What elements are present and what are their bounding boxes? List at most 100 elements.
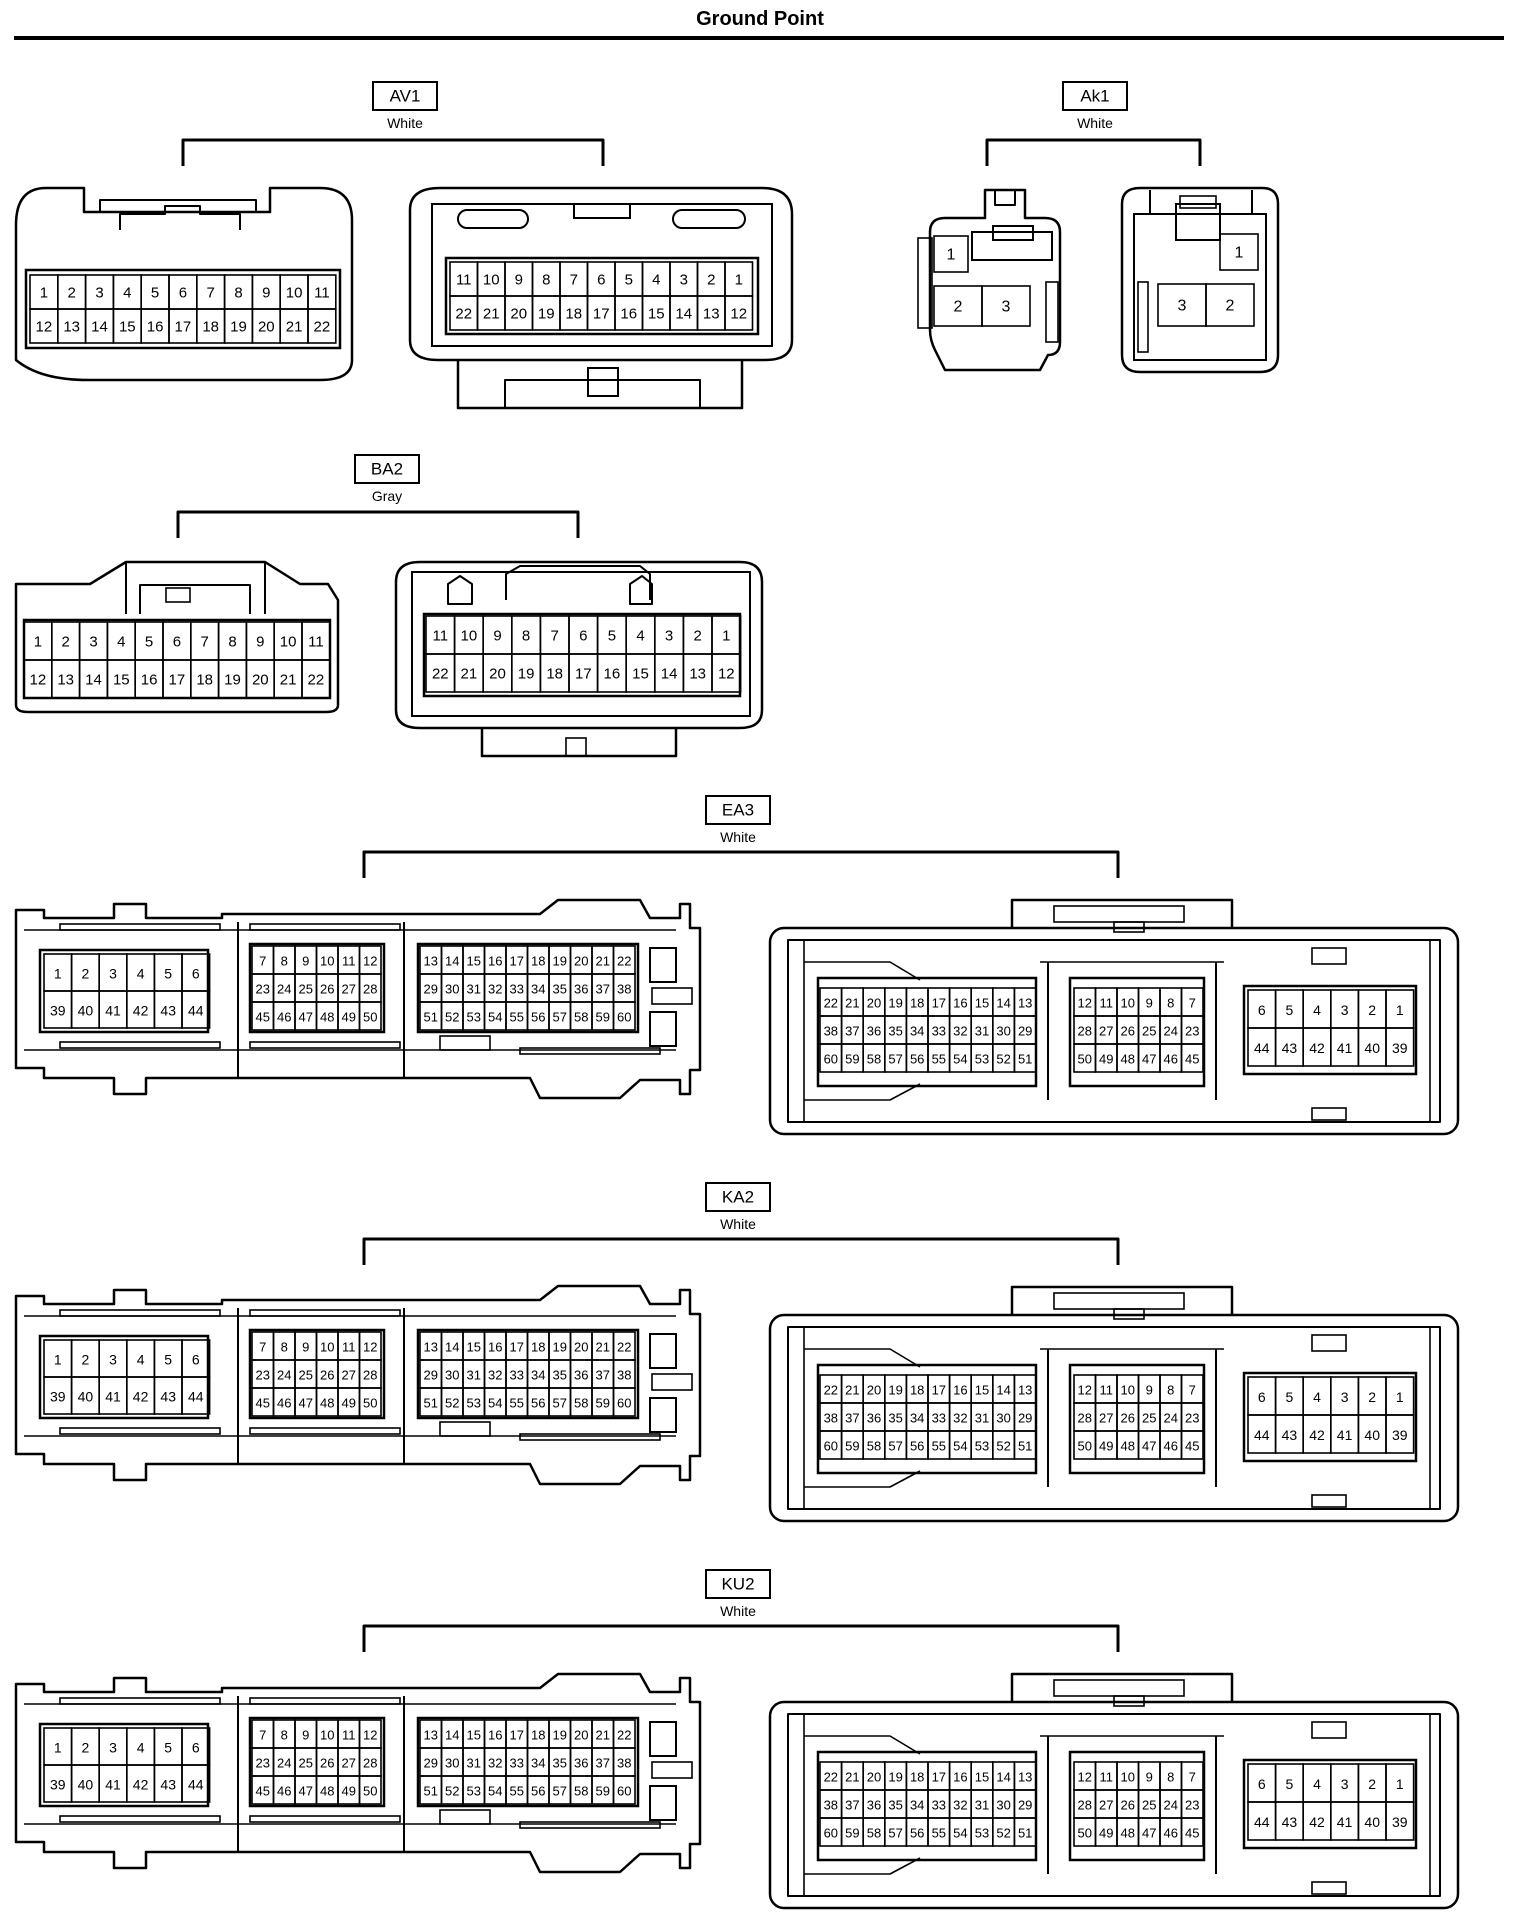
pin-number: 42	[133, 1777, 149, 1793]
pin-number: 34	[531, 982, 545, 997]
pin-number: 2	[707, 272, 715, 289]
pin-number: 10	[1121, 1770, 1135, 1785]
pin-cell	[612, 1387, 636, 1417]
pin-number: 36	[574, 1368, 588, 1383]
pin-number: 17	[593, 306, 610, 323]
pin-number: 56	[910, 1439, 924, 1454]
pin-number: 21	[596, 954, 610, 969]
pin-number: 3	[680, 272, 688, 289]
pin-number: 48	[1121, 1826, 1135, 1841]
pin-number: 8	[1167, 1770, 1174, 1785]
pin-number: 28	[363, 1368, 377, 1383]
pin-number: 22	[314, 319, 331, 336]
pin-number: 25	[1142, 1024, 1156, 1039]
pin-number: 7	[259, 1340, 266, 1355]
pin-number: 49	[342, 1784, 356, 1799]
pin-number: 30	[445, 982, 459, 997]
pin-number: 11	[1100, 1770, 1114, 1785]
connector-id: EA3	[722, 801, 754, 820]
pin-frame	[444, 256, 760, 336]
pin-number: 5	[1286, 1389, 1294, 1405]
pin-number: 55	[932, 1052, 946, 1067]
connector-color: White	[1077, 115, 1113, 131]
pin-number: 5	[1286, 1002, 1294, 1018]
pin-number: 43	[160, 1777, 176, 1793]
pin-number: 2	[82, 1352, 90, 1368]
pin-number: 40	[1364, 1427, 1380, 1443]
pin-number: 17	[932, 996, 946, 1011]
pin-number: 5	[151, 285, 159, 302]
connector-bracket	[362, 850, 1120, 878]
pin-grid: 1	[933, 235, 969, 273]
pin-number: 48	[320, 1784, 334, 1799]
pin-number: 11	[342, 1728, 356, 1743]
pin-number: 3	[109, 1740, 117, 1756]
pin-number: 8	[1167, 996, 1174, 1011]
pin-number: 16	[141, 672, 158, 689]
pin-number: 2	[1368, 1002, 1376, 1018]
pin-number: 57	[888, 1439, 902, 1454]
pin-number: 37	[845, 1798, 859, 1813]
pin-number: 11	[1100, 996, 1114, 1011]
pin-number: 54	[488, 1784, 502, 1799]
pin-number: 42	[1309, 1040, 1325, 1056]
pin-number: 8	[1167, 1383, 1174, 1398]
pin-number: 50	[363, 1010, 377, 1025]
pin-number: 2	[1368, 1776, 1376, 1792]
pin-number: 45	[1185, 1826, 1199, 1841]
pin-number: 47	[1142, 1826, 1156, 1841]
pin-cell	[1385, 1027, 1415, 1067]
pin-number: 17	[932, 1770, 946, 1785]
pin-number: 38	[617, 1756, 631, 1771]
pin-number: 12	[30, 672, 47, 689]
pin-number: 26	[1121, 1411, 1135, 1426]
pin-number: 56	[910, 1826, 924, 1841]
pin-cell	[1013, 1817, 1037, 1847]
pin-number: 8	[228, 634, 236, 651]
pin-number: 34	[910, 1024, 924, 1039]
pin-number: 7	[259, 954, 266, 969]
pin-number: 59	[596, 1784, 610, 1799]
pin-number: 51	[1018, 1052, 1032, 1067]
pin-number: 35	[888, 1798, 902, 1813]
pin-number: 23	[1185, 1411, 1199, 1426]
pin-number: 2	[694, 628, 702, 645]
pin-number: 7	[1189, 1770, 1196, 1785]
pin-number: 12	[730, 306, 747, 323]
pin-number: 37	[845, 1411, 859, 1426]
pin-number: 60	[824, 1052, 838, 1067]
pin-number: 1	[947, 247, 956, 264]
pin-number: 7	[1189, 1383, 1196, 1398]
pin-number: 27	[1099, 1798, 1113, 1813]
pin-number: 41	[105, 1389, 121, 1405]
pin-number: 38	[824, 1024, 838, 1039]
pin-number: 47	[299, 1784, 313, 1799]
connector-color: White	[387, 115, 423, 131]
pin-number: 54	[953, 1052, 967, 1067]
pin-number: 19	[538, 306, 555, 323]
pin-number: 57	[553, 1396, 567, 1411]
pin-number: 25	[1142, 1798, 1156, 1813]
pin-number: 11	[433, 628, 449, 645]
pin-frame	[24, 268, 342, 350]
pin-number: 13	[424, 1340, 438, 1355]
pin-frame	[416, 1716, 640, 1808]
pin-number: 14	[445, 1340, 459, 1355]
connector-id-box	[372, 81, 438, 111]
pin-number: 33	[510, 982, 524, 997]
pin-number: 49	[1099, 1439, 1113, 1454]
